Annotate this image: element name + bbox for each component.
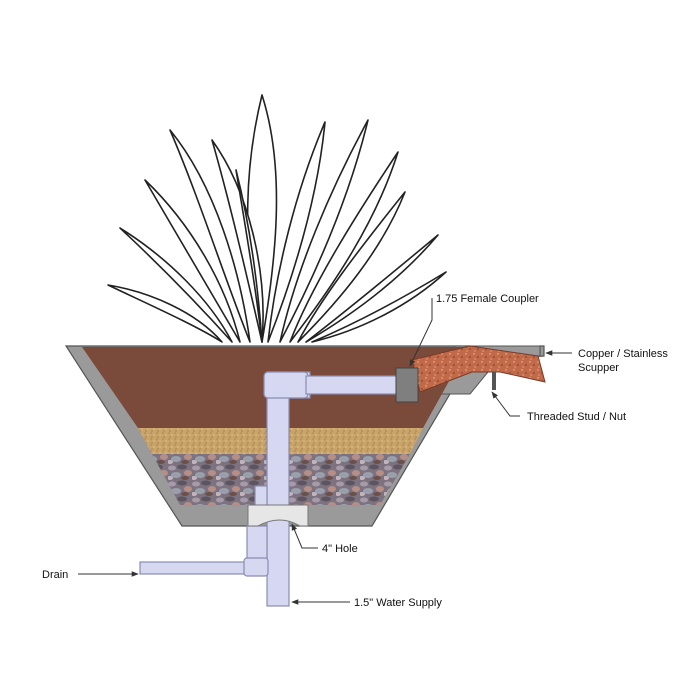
horizontal-supply-pipe bbox=[305, 375, 399, 395]
leader-lines bbox=[78, 298, 572, 605]
threaded-stud bbox=[492, 372, 496, 390]
hole-sleeve bbox=[247, 504, 309, 527]
label-drain: Drain bbox=[42, 569, 68, 581]
drain-pipe-horizontal bbox=[139, 561, 259, 575]
label-scupper-line2: Scupper bbox=[578, 362, 619, 374]
label-water-supply: 1.5" Water Supply bbox=[354, 597, 442, 609]
label-female-coupler: 1.75 Female Coupler bbox=[436, 293, 539, 305]
copper-scupper bbox=[411, 345, 546, 393]
water-supply-pipe bbox=[266, 371, 290, 607]
plumbing-pipes bbox=[139, 371, 399, 607]
agave-plant-icon bbox=[107, 94, 447, 343]
label-threaded-stud: Threaded Stud / Nut bbox=[527, 411, 626, 423]
female-coupler bbox=[395, 367, 419, 403]
label-hole: 4" Hole bbox=[322, 543, 358, 555]
label-scupper-line1: Copper / Stainless bbox=[578, 348, 668, 360]
